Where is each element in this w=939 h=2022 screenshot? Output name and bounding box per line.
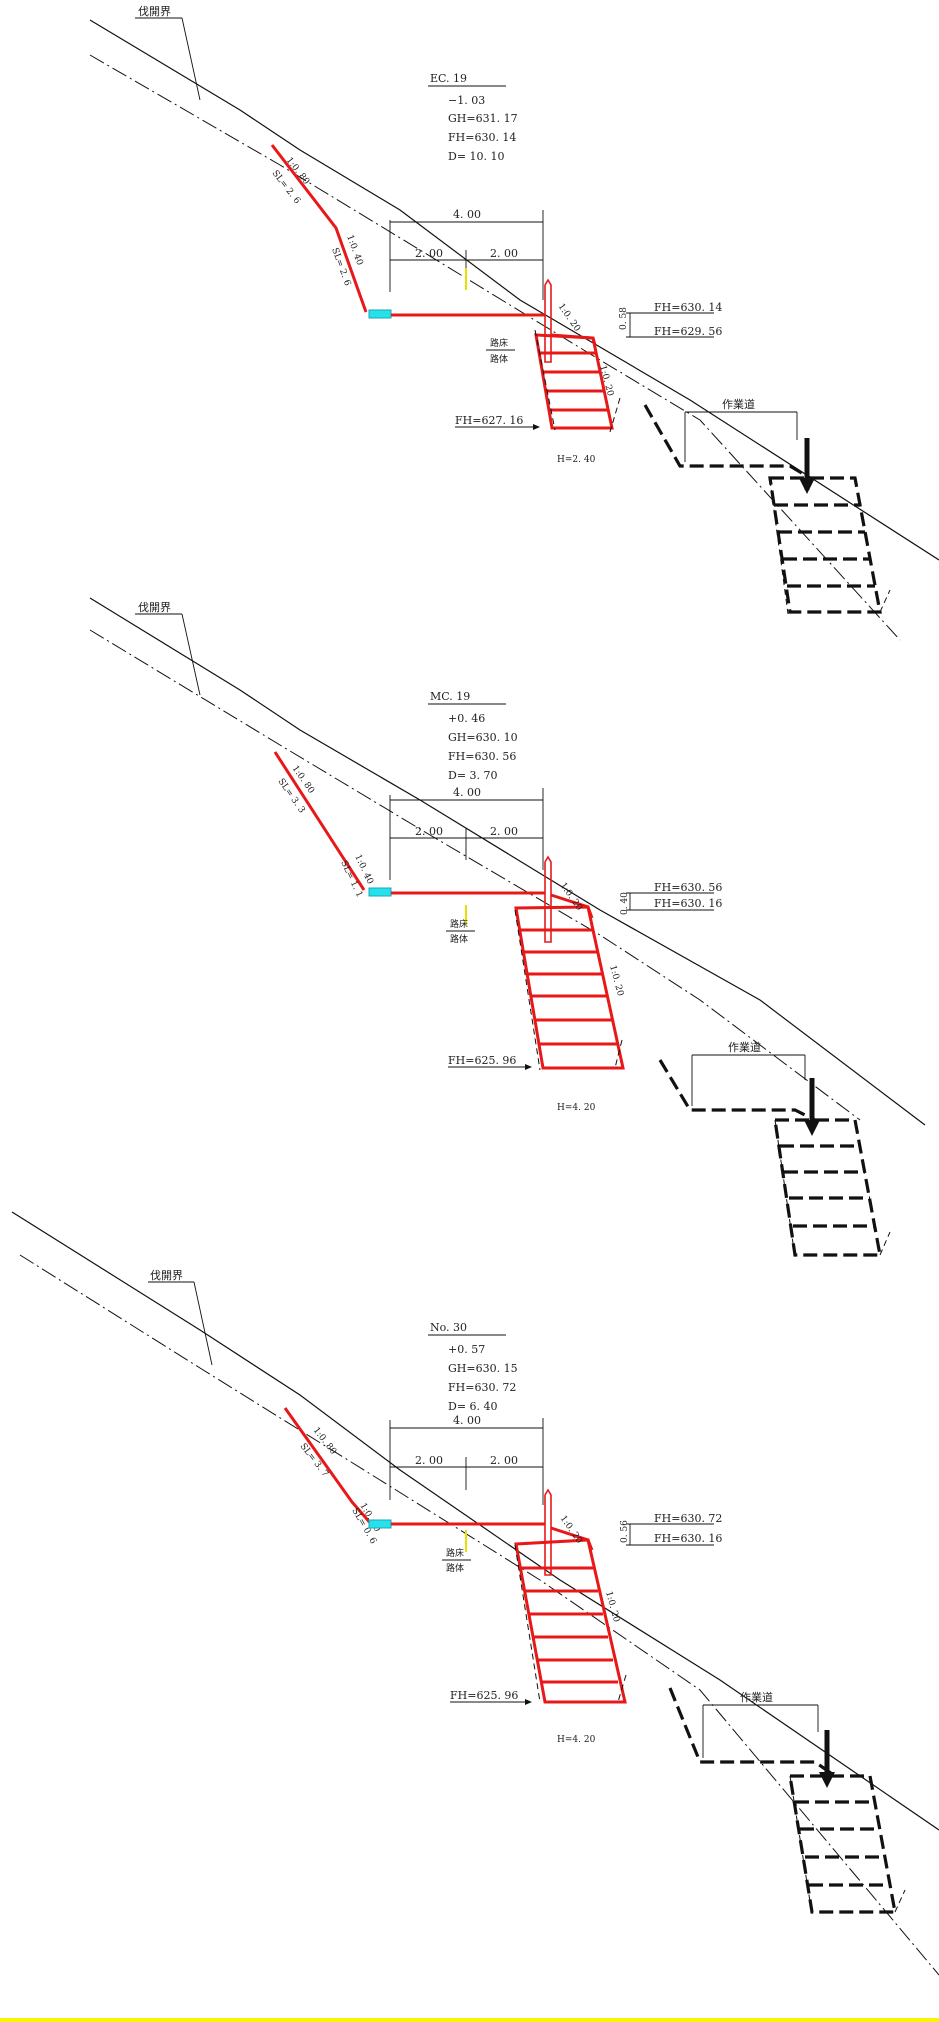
roadbed-label: 路床 bbox=[446, 1547, 464, 1559]
guard-post bbox=[544, 1488, 552, 1576]
roadbed-label: 路床 bbox=[490, 337, 508, 349]
right-half-width-label: 2. 00 bbox=[490, 247, 518, 260]
clearing-boundary-callout: 伐開界 bbox=[135, 5, 201, 101]
retaining-wall bbox=[514, 893, 625, 1070]
retaining-wall bbox=[514, 1526, 627, 1704]
retaining-wall bbox=[534, 333, 614, 430]
existing-ground-line bbox=[89, 597, 926, 1126]
center-reference-line bbox=[19, 1254, 939, 1976]
fh-top-label: FH=630. 72 bbox=[654, 1512, 722, 1525]
left-half-width-label: 2. 00 bbox=[415, 825, 443, 838]
total-width-label: 4. 00 bbox=[453, 208, 481, 221]
formation-height: FH=630. 14 bbox=[448, 131, 516, 144]
work-road: 作業道 bbox=[514, 909, 891, 1258]
wall-side-slope: 1:0. 20 bbox=[607, 964, 625, 997]
existing-ground-line bbox=[89, 19, 939, 561]
fh-base-label: FH=630. 16 bbox=[654, 1532, 722, 1545]
width-dimension: 4. 00 2. 00 2. 00 bbox=[389, 1414, 544, 1552]
work-road: 作業道 bbox=[514, 1544, 906, 1915]
clearing-boundary-label: 伐開界 bbox=[138, 5, 171, 18]
station-id: No. 30 bbox=[430, 1321, 467, 1334]
fh-top-label: FH=630. 56 bbox=[654, 881, 722, 894]
formation-height: FH=630. 56 bbox=[448, 750, 516, 763]
guard-post bbox=[544, 278, 552, 363]
clearing-boundary-callout: 伐開界 bbox=[135, 601, 201, 696]
formation-height: FH=630. 72 bbox=[448, 1381, 516, 1394]
work-road-label: 作業道 bbox=[728, 1040, 761, 1054]
left-half-width-label: 2. 00 bbox=[415, 247, 443, 260]
station-offset: +0. 46 bbox=[448, 712, 485, 725]
fh-callouts: 0. 56 FH=630. 72 FH=630. 16 FH=625. 96 H… bbox=[450, 1512, 722, 1745]
distance: D= 3. 70 bbox=[448, 769, 498, 782]
work-road-label: 作業道 bbox=[722, 397, 755, 411]
thickness-label: 0. 56 bbox=[620, 1520, 630, 1543]
fh-base-label: FH=629. 56 bbox=[654, 325, 722, 338]
side-ditch bbox=[368, 309, 392, 319]
station-id: MC. 19 bbox=[430, 690, 470, 703]
total-width-label: 4. 00 bbox=[453, 786, 481, 799]
station-info: EC. 19 −1. 03 GH=631. 17 FH=630. 14 D= 1… bbox=[428, 72, 518, 163]
left-half-width-label: 2. 00 bbox=[415, 1454, 443, 1467]
work-road-label: 作業道 bbox=[740, 1690, 773, 1704]
wall-height-label: H=4. 20 bbox=[557, 1735, 596, 1745]
work-road: 作業道 bbox=[534, 329, 891, 615]
fh-bottom-label: FH=627. 16 bbox=[455, 414, 523, 427]
cross-section-3: 伐開界 No. 30 +0. 57 GH=630. 15 FH=630. 72 … bbox=[11, 1211, 939, 1976]
cross-section-1: 伐開界 EC. 19 −1. 03 GH=631. 17 FH=630. 14 … bbox=[89, 5, 939, 641]
station-offset: −1. 03 bbox=[448, 94, 485, 107]
ground-height: GH=631. 17 bbox=[448, 112, 518, 125]
fh-callouts: 0. 40 FH=630. 56 FH=630. 16 FH=625. 96 H… bbox=[448, 881, 722, 1113]
fh-base-label: FH=630. 16 bbox=[654, 897, 722, 910]
station-info: No. 30 +0. 57 GH=630. 15 FH=630. 72 D= 6… bbox=[428, 1321, 518, 1413]
clearing-boundary-label: 伐開界 bbox=[138, 601, 171, 614]
right-half-width-label: 2. 00 bbox=[490, 1454, 518, 1467]
wall-side-slope: 1:0. 20 bbox=[597, 364, 615, 397]
clearing-boundary-callout: 伐開界 bbox=[148, 1269, 213, 1366]
wall-height-label: H=2. 40 bbox=[557, 455, 596, 465]
subgrade-label: 路体 bbox=[446, 1562, 464, 1574]
cut-slope-line bbox=[270, 144, 368, 313]
cut-slope-line bbox=[283, 1407, 374, 1526]
width-dimension: 4. 00 2. 00 2. 00 bbox=[389, 208, 544, 300]
clearing-boundary-label: 伐開界 bbox=[150, 1269, 183, 1282]
distance: D= 10. 10 bbox=[448, 150, 505, 163]
station-info: MC. 19 +0. 46 GH=630. 10 FH=630. 56 D= 3… bbox=[428, 690, 518, 782]
side-ditch bbox=[368, 1519, 392, 1529]
station-offset: +0. 57 bbox=[448, 1343, 485, 1356]
station-id: EC. 19 bbox=[430, 72, 467, 85]
thickness-label: 0. 58 bbox=[619, 307, 629, 330]
roadbed-label: 路床 bbox=[450, 918, 468, 930]
cut-slope-line bbox=[273, 751, 366, 891]
total-width-label: 4. 00 bbox=[453, 1414, 481, 1427]
ground-height: GH=630. 15 bbox=[448, 1362, 518, 1375]
wall-height-label: H=4. 20 bbox=[557, 1103, 596, 1113]
fh-callouts: 0. 58 FH=630. 14 FH=629. 56 FH=627. 16 H… bbox=[455, 301, 722, 465]
distance: D= 6. 40 bbox=[448, 1400, 498, 1413]
fh-bottom-label: FH=625. 96 bbox=[450, 1689, 518, 1702]
cross-section-2: 伐開界 MC. 19 +0. 46 GH=630. 10 FH=630. 56 … bbox=[89, 597, 926, 1258]
right-half-width-label: 2. 00 bbox=[490, 825, 518, 838]
width-dimension: 4. 00 2. 00 2. 00 bbox=[389, 786, 544, 925]
subgrade-label: 路体 bbox=[490, 353, 508, 365]
bottom-highlight-bar bbox=[0, 2018, 939, 2022]
ground-height: GH=630. 10 bbox=[448, 731, 518, 744]
side-ditch bbox=[368, 887, 392, 897]
thickness-label: 0. 40 bbox=[620, 892, 630, 915]
fh-top-label: FH=630. 14 bbox=[654, 301, 722, 314]
center-reference-line bbox=[89, 629, 861, 1121]
existing-ground-line bbox=[11, 1211, 939, 1831]
center-reference-line bbox=[89, 54, 901, 641]
subgrade-label: 路体 bbox=[450, 933, 468, 945]
fh-bottom-label: FH=625. 96 bbox=[448, 1054, 516, 1067]
